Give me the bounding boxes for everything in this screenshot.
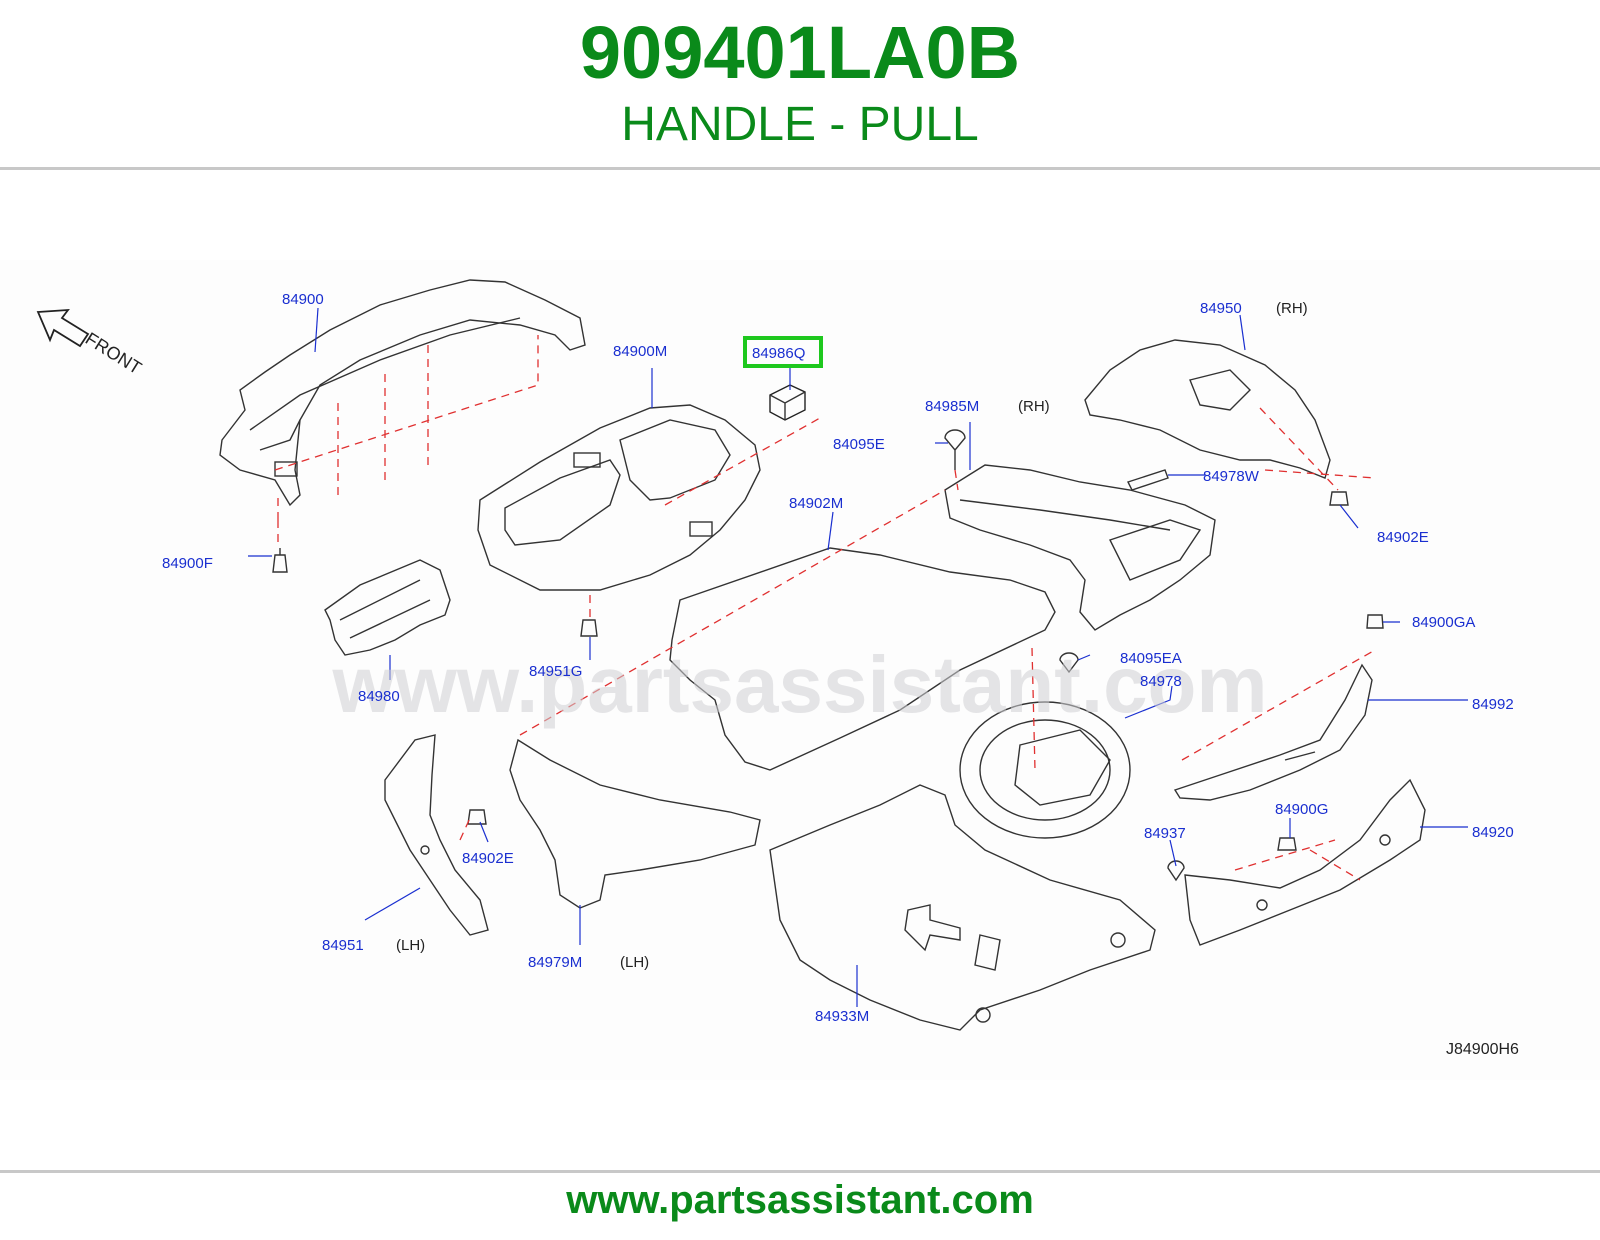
clip-84902E-l-shape: [467, 809, 487, 825]
callout-84902E-l[interactable]: 84902E: [462, 850, 514, 867]
callout-84950-side: (RH): [1276, 300, 1308, 317]
part-84900M-shape: [477, 404, 761, 591]
footer-divider: [0, 1170, 1600, 1173]
callout-84992[interactable]: 84992: [1472, 696, 1514, 713]
callout-84920[interactable]: 84920: [1472, 824, 1514, 841]
clip-84902E-r-shape: [1329, 491, 1349, 506]
diagram-canvas: FRONT www.partsassistant.com 84900 84900…: [36, 279, 1519, 1058]
callout-84979M-side: (LH): [620, 954, 649, 971]
footer-url[interactable]: www.partsassistant.com: [566, 1178, 1034, 1222]
part-84992-shape: [1173, 663, 1373, 801]
part-84920-shape: [1184, 778, 1426, 946]
part-name: HANDLE - PULL: [621, 98, 979, 151]
callout-84951-side: (LH): [396, 937, 425, 954]
part-84985M-shape: [944, 464, 1216, 631]
callout-84985M-side: (RH): [1018, 398, 1050, 415]
part-number: 909401LA0B: [579, 11, 1021, 94]
callout-84900[interactable]: 84900: [282, 291, 324, 308]
front-arrow-icon: FRONT: [36, 308, 145, 378]
part-84902M-shape: [669, 547, 1056, 771]
parts-diagram: FRONT www.partsassistant.com 84900 84900…: [0, 260, 1600, 1080]
part-84933M-shape: [769, 784, 1156, 1031]
callout-84951G[interactable]: 84951G: [529, 663, 582, 680]
callout-84933M[interactable]: 84933M: [815, 1008, 869, 1025]
part-84986Q-shape: [769, 384, 806, 421]
clip-84900GA-shape: [1366, 614, 1384, 629]
callout-84980[interactable]: 84980: [358, 688, 400, 705]
callout-84902M[interactable]: 84902M: [789, 495, 843, 512]
part-84978-shape: [959, 701, 1131, 839]
callout-84950[interactable]: 84950: [1200, 300, 1242, 317]
highlight-box: [743, 336, 823, 368]
callout-84979M[interactable]: 84979M: [528, 954, 582, 971]
clip-84937-shape: [1167, 860, 1185, 882]
callout-84095EA[interactable]: 84095EA: [1120, 650, 1182, 667]
callout-84937[interactable]: 84937: [1144, 825, 1186, 842]
part-84950-shape: [1084, 339, 1331, 479]
clip-84095E-shape: [944, 429, 966, 470]
page-header: 909401LA0B HANDLE - PULL: [0, 0, 1600, 168]
header-divider: [0, 167, 1600, 170]
callout-84978[interactable]: 84978: [1140, 673, 1182, 690]
callout-84978W[interactable]: 84978W: [1203, 468, 1260, 485]
callout-84902E-r[interactable]: 84902E: [1377, 529, 1429, 546]
clip-84900G-shape: [1277, 837, 1297, 851]
part-84979M-shape: [509, 738, 761, 909]
clip-84900F-shape: [272, 548, 288, 573]
callout-84900G[interactable]: 84900G: [1275, 801, 1328, 818]
front-label: FRONT: [82, 328, 145, 378]
callout-84900GA[interactable]: 84900GA: [1412, 614, 1475, 631]
part-84980-shape: [324, 559, 451, 656]
callout-84095E[interactable]: 84095E: [833, 436, 885, 453]
callout-84900F[interactable]: 84900F: [162, 555, 213, 572]
watermark-text: www.partsassistant.com: [331, 640, 1267, 729]
clip-84951G-shape: [580, 619, 598, 637]
part-84978W-shape: [1127, 469, 1169, 491]
part-84900-shape: [219, 279, 586, 507]
callout-84951[interactable]: 84951: [322, 937, 364, 954]
callout-84900M[interactable]: 84900M: [613, 343, 667, 360]
diagram-code: J84900H6: [1446, 1041, 1519, 1058]
part-84951-shape: [384, 734, 489, 936]
callout-84986Q[interactable]: 84986Q: [752, 345, 805, 362]
callout-84985M[interactable]: 84985M: [925, 398, 979, 415]
